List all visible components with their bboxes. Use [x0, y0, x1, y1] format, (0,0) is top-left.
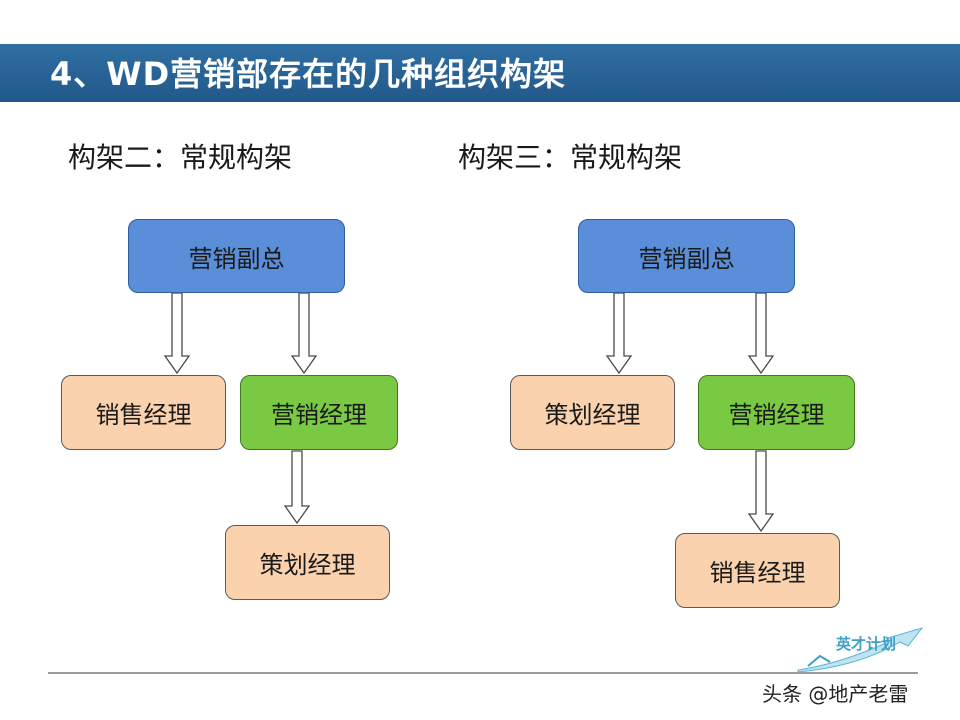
- node-marketing-manager: 营销经理: [240, 375, 398, 450]
- node-planning-manager: 策划经理: [225, 525, 390, 600]
- arrow-root-to-left: [605, 292, 633, 375]
- node-sales-manager: 销售经理: [61, 375, 226, 450]
- page-title: 4、WD营销部存在的几种组织构架: [50, 55, 567, 93]
- node-planning-manager: 策划经理: [510, 375, 675, 450]
- arrow-root-to-left: [163, 292, 191, 375]
- logo-text: 英才计划: [836, 635, 897, 653]
- header-bar: [0, 44, 960, 102]
- arrow-root-to-right: [747, 292, 775, 375]
- arrow-root-to-right: [290, 292, 318, 375]
- node-sales-manager: 销售经理: [675, 533, 840, 608]
- node-vp-marketing: 营销副总: [578, 219, 795, 293]
- node-vp-marketing: 营销副总: [128, 219, 345, 293]
- diagram-2-subtitle: 构架二：常规构架: [68, 141, 293, 174]
- watermark: 头条 @地产老雷: [762, 682, 909, 706]
- diagram-3-subtitle: 构架三：常规构架: [458, 141, 683, 174]
- arrow-right-to-child: [283, 450, 311, 525]
- arrow-right-to-child: [747, 450, 775, 533]
- node-marketing-manager: 营销经理: [698, 375, 855, 450]
- footer-divider: [48, 672, 918, 674]
- logo-icon: [797, 627, 924, 673]
